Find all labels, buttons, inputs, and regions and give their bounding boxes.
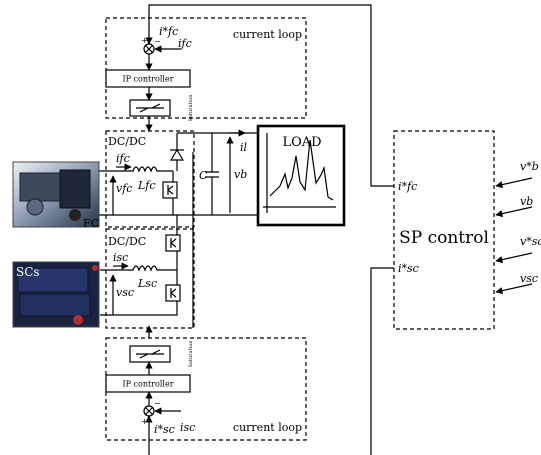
sp-output-fc-label: i*fc: [398, 180, 417, 193]
fc-dcdc-frame: [105, 130, 195, 228]
load-axes: [263, 133, 336, 213]
sc-inductor-label: Lsc: [137, 277, 157, 290]
fc-summing-cross: [145, 45, 153, 53]
sc-measured-label: isc: [180, 421, 195, 434]
sp-input-arrow-vb-ref: [495, 177, 533, 189]
fc-ip-controller-label: IP controller: [122, 75, 173, 84]
sc-reference-label: i*sc: [154, 423, 175, 436]
sc-ip-controller-label: IP controller: [122, 380, 173, 389]
fc-inductor: [98, 166, 173, 173]
sc-reference-wire-right: [370, 267, 394, 455]
fc-current-loop-frame: [105, 17, 307, 119]
fc-current-label: ifc: [116, 152, 130, 165]
fc-reference-label: i*fc: [159, 25, 178, 38]
load-box: [256, 124, 346, 227]
sc-switch-upper-symbol: [170, 238, 177, 248]
sc-saturation-curve: [136, 349, 164, 359]
sc-switch-lower-symbol: [170, 288, 177, 298]
fc-current-loop-label: current loop: [233, 28, 302, 41]
fc-switch: [162, 181, 178, 199]
sc-saturation-label: Saturation: [188, 340, 194, 368]
fc-reference-wire: [145, 4, 394, 187]
sp-input-arrow-vb: [495, 206, 533, 218]
fc-inductor-label: Lfc: [137, 179, 156, 192]
sc-summing-cross: [145, 407, 153, 415]
bus-capacitor: [205, 133, 219, 215]
load-current-label: il: [240, 141, 248, 154]
supercapacitor-image: [12, 261, 100, 328]
fc-return-wire: [98, 171, 174, 216]
fc-dcdc-label: DC/DC: [108, 135, 146, 148]
sp-input-vb-ref: v*b: [520, 160, 539, 173]
fc-switch-symbol: [167, 185, 174, 195]
sc-leg-wire: [100, 215, 178, 316]
fc-saturation-curve: [136, 103, 164, 113]
sc-plus-sign: +: [141, 417, 148, 426]
fc-voltage-label: vfc: [116, 182, 132, 195]
fc-measured-label: ifc: [178, 37, 192, 50]
load-title: LOAD: [282, 135, 321, 150]
sc-switch-lower: [165, 284, 181, 302]
sc-switch-upper: [165, 234, 181, 252]
bus-capacitor-label: C: [199, 169, 208, 182]
sc-minus-sign: −: [154, 399, 161, 408]
fc-diode: [169, 148, 185, 161]
sp-control-title: SP control: [399, 228, 489, 248]
sp-input-arrow-vsc-ref: [495, 252, 533, 264]
sp-input-vb: vb: [520, 195, 533, 208]
bus-voltage-label: vb: [234, 168, 247, 181]
fuel-cell-image: [12, 161, 100, 228]
fc-plus-sign: +: [141, 36, 148, 45]
sc-current-label: isc: [113, 251, 128, 264]
sc-current-loop-label: current loop: [233, 421, 302, 434]
sp-input-vsc-ref: v*sc: [520, 235, 541, 248]
sc-inductor: [100, 265, 177, 272]
sp-input-arrow-vsc: [495, 283, 533, 295]
sp-input-vsc: vsc: [520, 272, 538, 285]
sc-voltage-label: vsc: [116, 286, 134, 299]
fc-saturation-label: Saturation: [188, 94, 194, 122]
load-profile-curve: [269, 139, 334, 201]
sp-output-sc-label: i*sc: [398, 262, 419, 275]
sc-source-label: SCs: [16, 265, 40, 279]
sc-dcdc-label: DC/DC: [108, 235, 146, 248]
fc-ip-controller: [105, 69, 191, 88]
sp-control-block: [393, 130, 495, 330]
fc-minus-sign: −: [154, 37, 161, 46]
fc-source-label: FC: [83, 217, 99, 230]
